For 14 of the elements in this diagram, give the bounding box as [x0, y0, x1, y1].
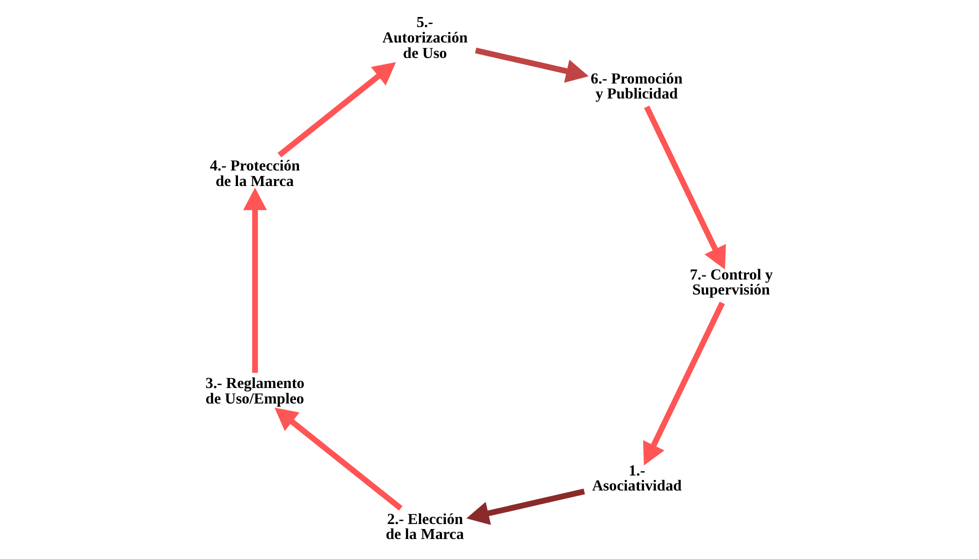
node-text: 5.- Autorización de Uso [382, 14, 468, 62]
arrow [475, 48, 589, 83]
arrow [466, 488, 585, 525]
node-text: 2.- Elección de la Marca [386, 510, 464, 544]
arrow [643, 302, 725, 466]
node-text: 6.- Promoción y Publicidad [590, 70, 683, 103]
arrow [243, 188, 267, 373]
arrow [274, 408, 403, 511]
node-text: 3.- Reglamento de Uso/Empleo [206, 375, 304, 408]
arrow [278, 62, 396, 158]
node-text: 7.- Control y Supervisión [690, 266, 773, 299]
arrow [644, 106, 726, 270]
node-text: 4.- Protección de la Marca [210, 158, 300, 190]
node-text: 1.- Asociatividad [592, 462, 682, 495]
